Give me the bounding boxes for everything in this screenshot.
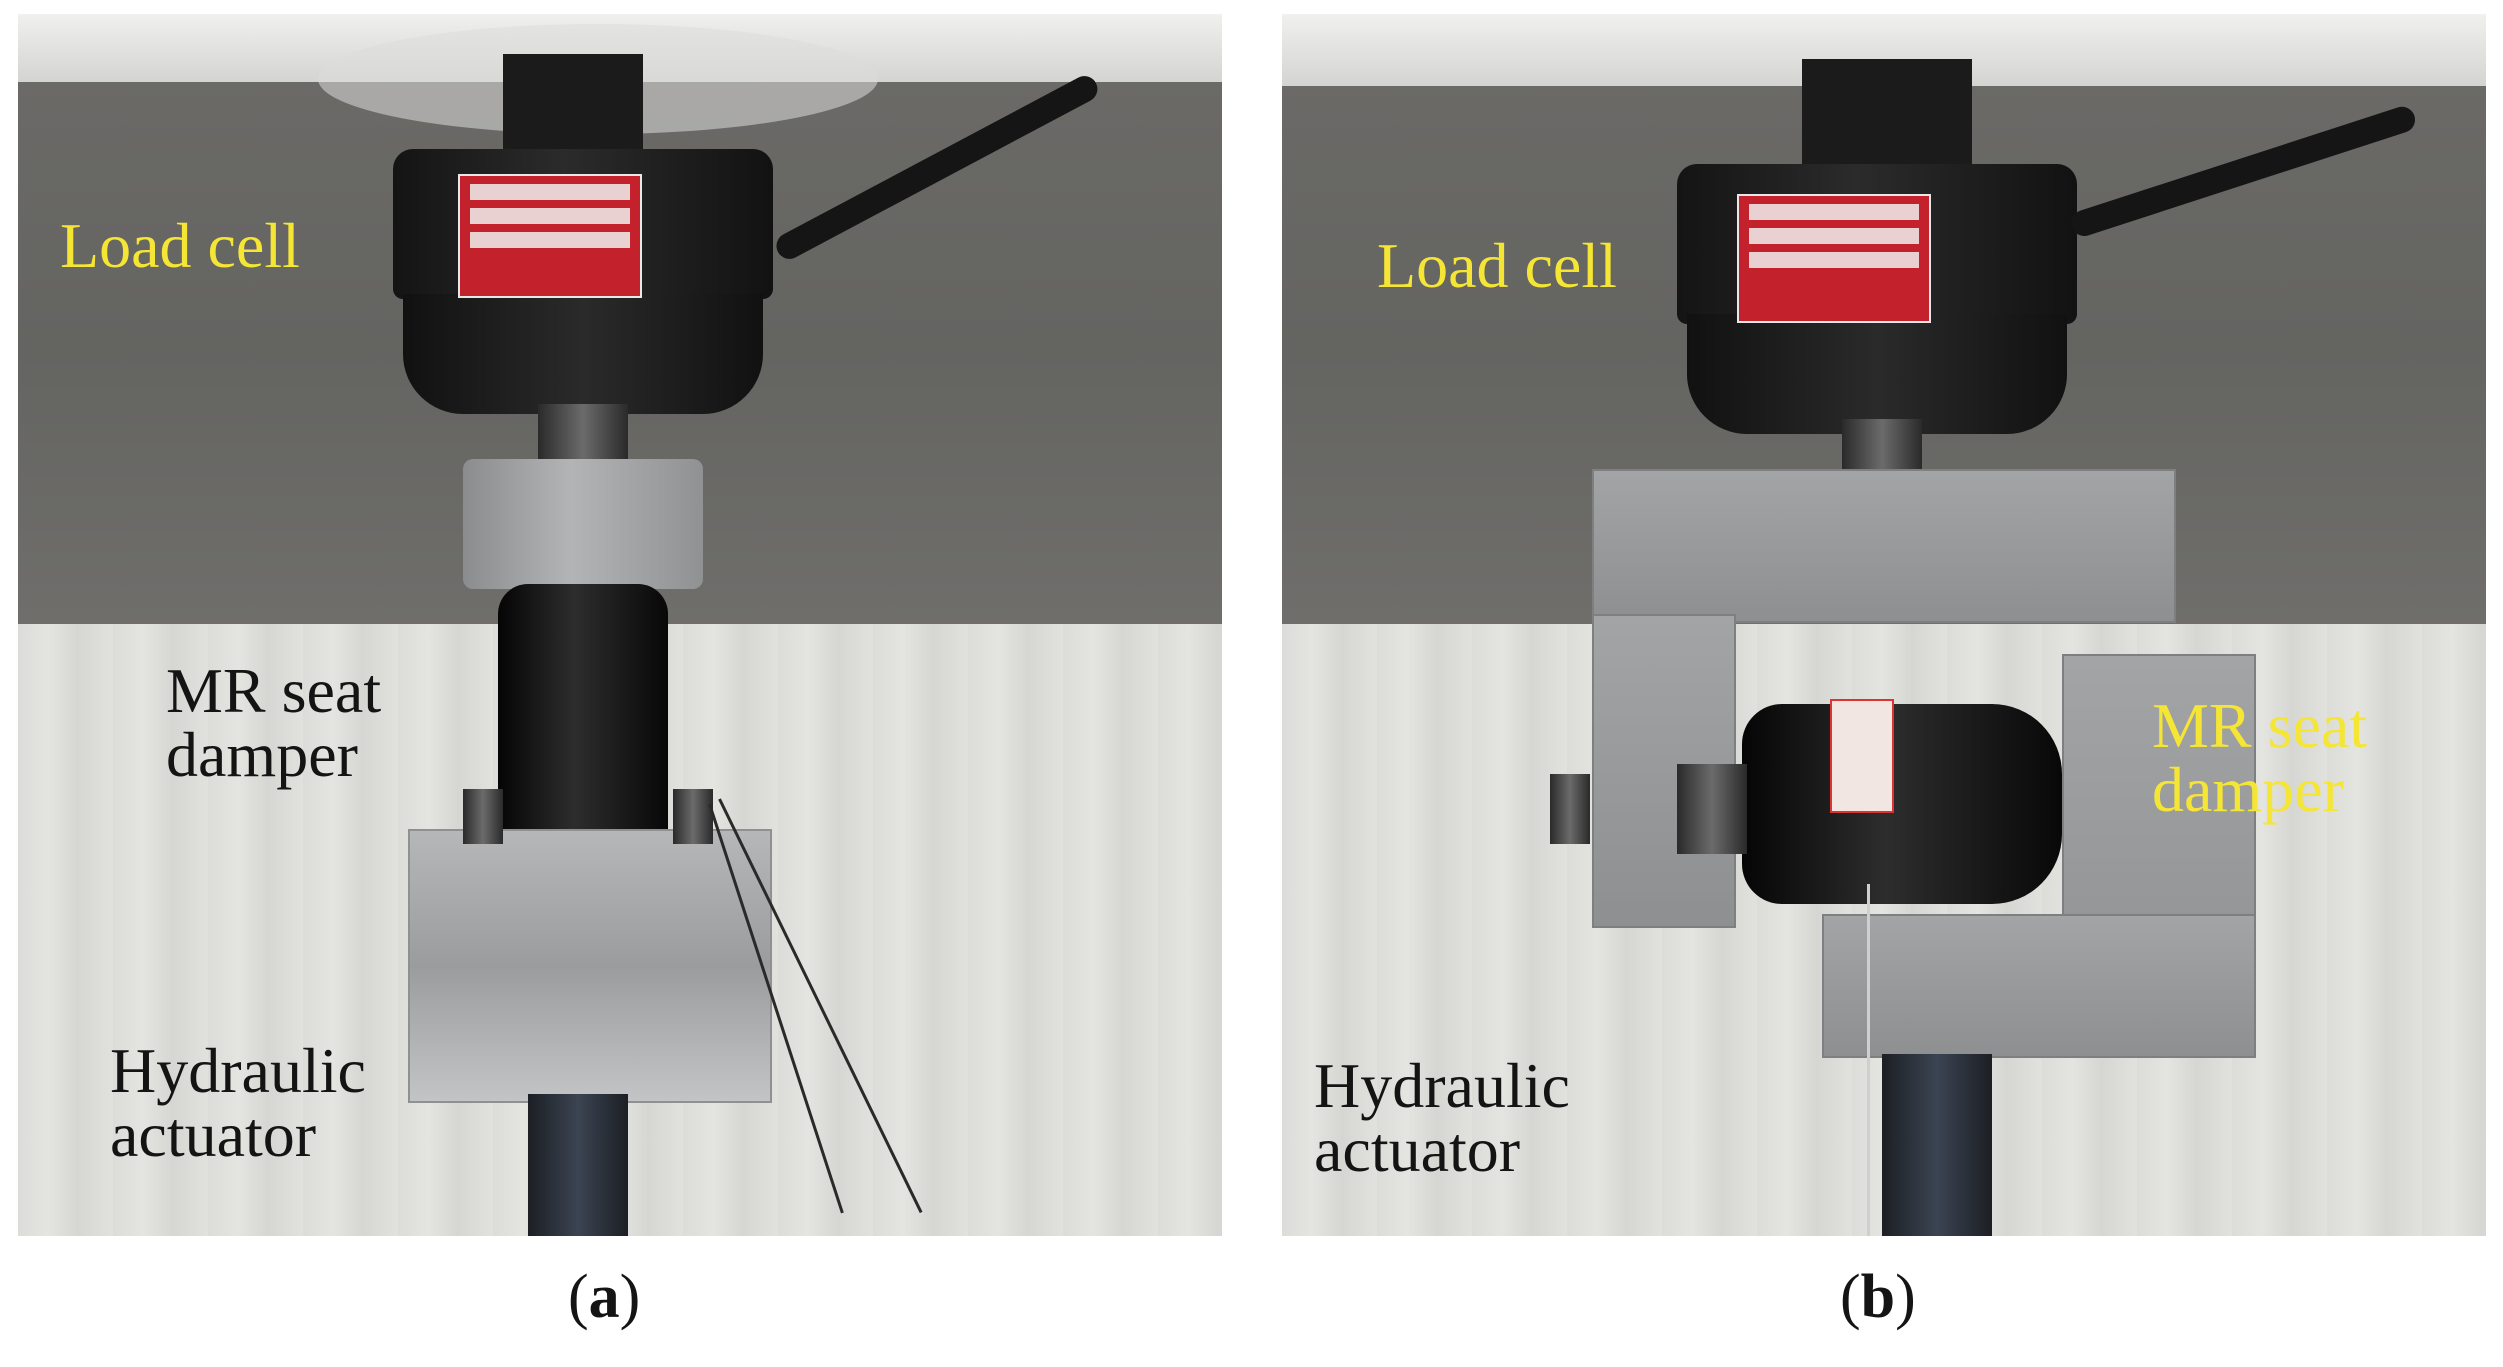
marker-tag [1830,699,1894,813]
aluminium-fixture-block [408,829,772,1103]
label-load-cell: Load cell [60,210,300,281]
grey-adapter [463,459,703,589]
actuator-rod [1882,1054,1992,1236]
load-cell-tag [458,174,642,298]
mr-damper-body [498,584,668,854]
load-cell-base [1687,314,2067,434]
bracket-top-arm [1592,469,2176,623]
label-load-cell: Load cell [1377,230,1617,301]
caption-close-paren: ) [619,1263,641,1331]
label-hydraulic-actuator: Hydraulic actuator [110,1035,366,1170]
actuator-rod [528,1094,628,1236]
label-hydraulic-actuator: Hydraulic actuator [1314,1050,1570,1185]
bolt-right [673,789,713,844]
bolt-left [463,789,503,844]
caption-close-paren: ) [1895,1263,1916,1331]
load-cell-tag [1737,194,1931,323]
photo-panel-b: Load cell MR seat damper Hydraulic actua… [1282,14,2486,1236]
bolt-left [1550,774,1590,844]
caption-open-paren: ( [568,1263,589,1331]
rod-end-nut [1677,764,1747,854]
label-mr-seat-damper: MR seat damper [2152,690,2368,825]
bracket-bottom-arm [1822,914,2256,1058]
caption-open-paren: ( [1840,1263,1861,1331]
load-cell-base [403,294,763,414]
mr-damper-body [1742,704,2062,904]
caption-letter: b [1860,1263,1896,1331]
caption-b: (b) [1840,1262,1916,1333]
photo-panel-a: Load cell MR seat damper Hydraulic actua… [18,14,1222,1236]
upper-post [1802,59,1972,184]
hex-nut [538,404,628,464]
caption-a: (a) [568,1262,640,1333]
label-mr-seat-damper: MR seat damper [166,655,382,790]
hex-nut [1842,419,1922,474]
sensor-wire [1867,884,1870,1236]
caption-letter: a [588,1263,620,1331]
